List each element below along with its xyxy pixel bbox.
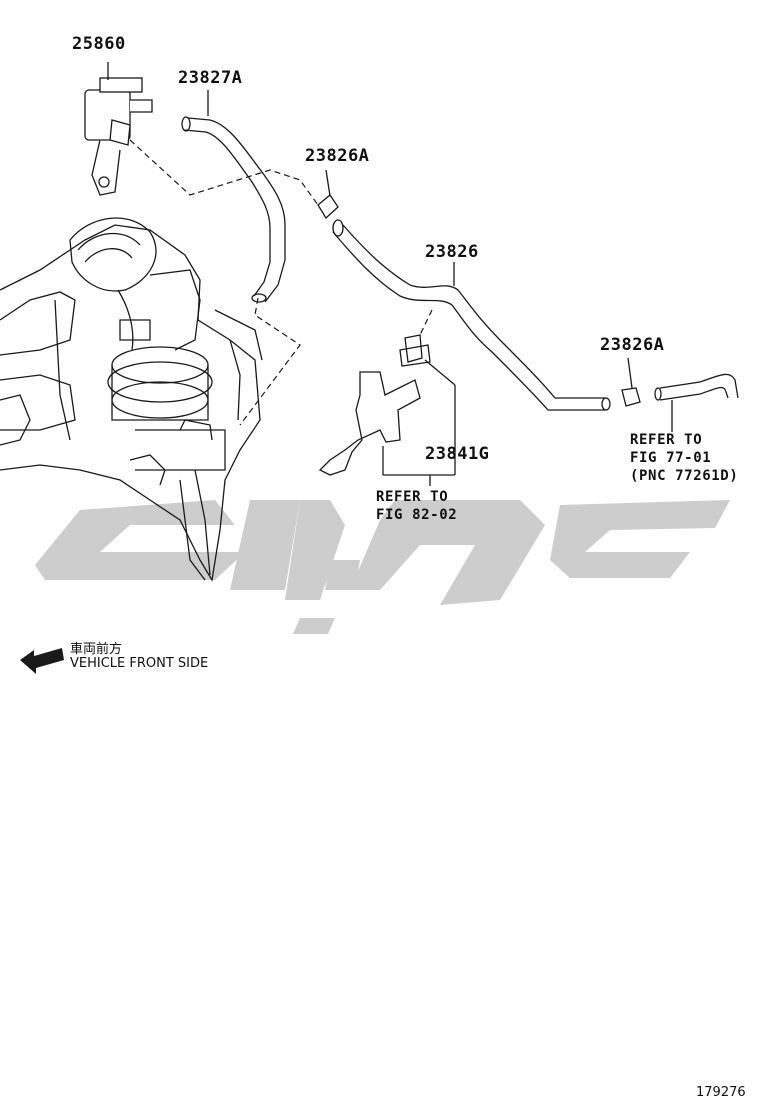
hose-23827A [181,90,286,303]
refer-note-bracket: REFER TO FIG 82-02 [376,488,457,524]
part-label-23826A-upper: 23826A [305,146,370,166]
refer-fig: FIG 82-02 [376,507,458,523]
refer-line: REFER TO [630,432,703,448]
direction-note-english: VEHICLE FRONT SIDE [70,656,209,671]
refer-line: REFER TO [376,489,449,505]
engine-assembly [0,217,263,582]
refer-pnc: (PNC 77261D) [630,468,739,484]
front-direction-arrow [20,648,64,674]
part-label-23841G: 23841G [425,444,490,464]
hose-outlet [621,357,739,432]
illustration-number: 179276 [696,1085,746,1100]
watermark [35,500,730,634]
direction-note-japanese: 車両前方 [70,642,123,657]
part-label-23826A-lower: 23826A [600,335,665,355]
connection-lines [129,139,433,426]
hose-23826 [317,169,611,411]
bracket-23841G [318,334,456,486]
part-label-23827A: 23827A [178,68,243,88]
part-label-25860: 25860 [72,34,126,54]
part-label-23826: 23826 [425,242,479,262]
refer-fig: FIG 77-01 [630,450,712,466]
refer-note-hose: REFER TO FIG 77-01 (PNC 77261D) [630,431,738,485]
vsv-valve-25860 [84,62,153,196]
